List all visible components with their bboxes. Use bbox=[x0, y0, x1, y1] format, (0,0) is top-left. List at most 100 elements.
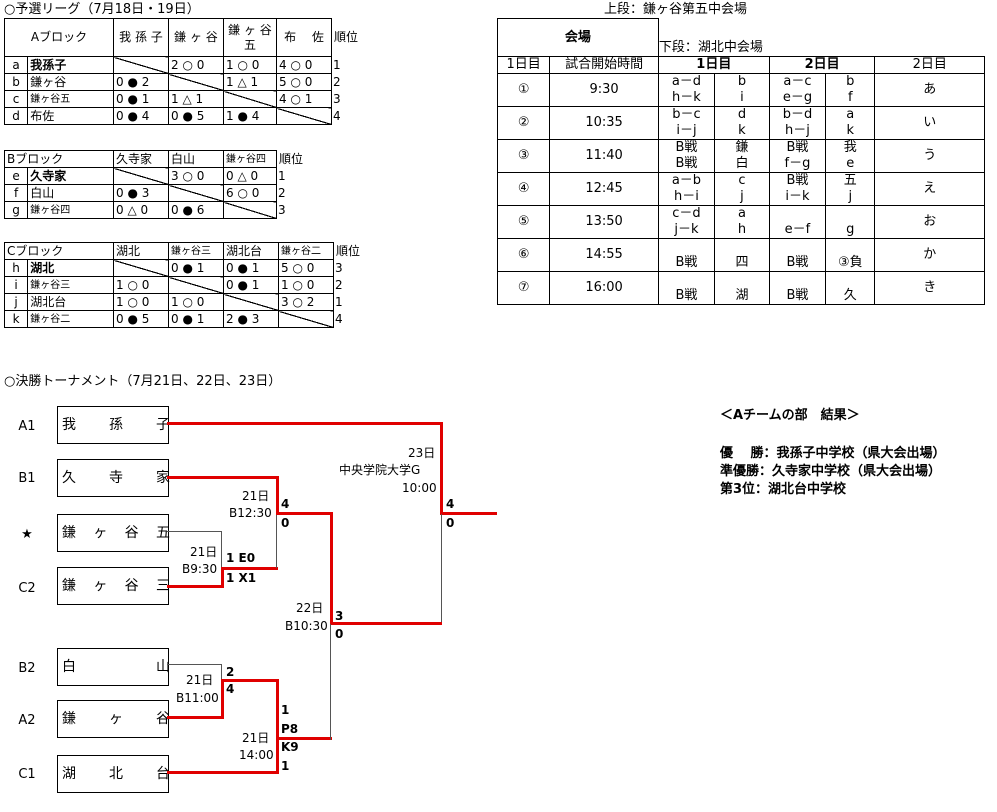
slot-top bbox=[768, 271, 827, 288]
team-char: 白 bbox=[62, 659, 76, 675]
self-cell bbox=[113, 56, 169, 74]
team-char: 我 bbox=[62, 417, 76, 433]
score: 3 bbox=[335, 609, 344, 623]
day2-slot: か bbox=[874, 238, 985, 272]
result-cell: 4 ○ 0 bbox=[276, 56, 332, 74]
result-cell: 1 ○ 0 bbox=[113, 293, 169, 311]
slot-bottom: e－g bbox=[768, 90, 827, 107]
score: K9 bbox=[281, 740, 299, 754]
row-key: j bbox=[3, 293, 29, 311]
slot-top bbox=[657, 238, 716, 255]
day2-slot: き bbox=[874, 271, 985, 305]
slot-bottom: g bbox=[825, 222, 876, 239]
score: 4 bbox=[226, 682, 235, 696]
slot-bottom: k bbox=[714, 123, 770, 140]
slot-bottom: e－f bbox=[768, 222, 827, 239]
match-no: ③ bbox=[496, 139, 551, 173]
team-char: 鎌 bbox=[62, 578, 76, 594]
result-cell: 5 ○ 0 bbox=[278, 259, 334, 277]
result-runner-up: 準優勝：久寺家中学校（県大会出場） bbox=[720, 464, 942, 479]
result-cell: 0 ● 1 bbox=[113, 90, 169, 108]
rank: 3 bbox=[278, 202, 286, 217]
seed-label: A2 bbox=[18, 713, 36, 728]
result-cell: 0 ● 4 bbox=[113, 107, 169, 125]
result-cell: 0 ● 1 bbox=[223, 276, 279, 294]
result-cell: 2 ○ 0 bbox=[168, 56, 224, 74]
match-date: 22日 bbox=[296, 601, 324, 615]
bracket-line bbox=[221, 664, 222, 681]
slot-top: c bbox=[714, 172, 770, 189]
self-cell bbox=[168, 276, 224, 294]
self-cell bbox=[223, 201, 277, 219]
start-time: 13:50 bbox=[549, 205, 659, 239]
sched-head: 2日目 bbox=[768, 56, 876, 74]
rank: 3 bbox=[335, 260, 343, 275]
slot-top bbox=[768, 205, 827, 222]
bracket-line bbox=[167, 585, 223, 588]
bracket-line bbox=[221, 679, 224, 719]
self-cell bbox=[278, 310, 334, 328]
team-char: 寺 bbox=[109, 470, 123, 486]
bracket-line bbox=[330, 512, 333, 624]
match-slot: B12:30 bbox=[229, 506, 272, 520]
team-char: ヶ bbox=[109, 711, 123, 727]
slot-top bbox=[714, 271, 770, 288]
result-cell: 0 ● 1 bbox=[168, 310, 224, 328]
match-no: ⑦ bbox=[496, 271, 551, 305]
slot-top: d bbox=[714, 106, 770, 123]
result-cell: 1 △ 1 bbox=[223, 73, 277, 91]
bracket-line bbox=[441, 514, 442, 622]
score: 1 bbox=[281, 703, 290, 717]
col-head: 鎌 ヶ 谷 五 bbox=[223, 18, 277, 57]
bracket-line bbox=[440, 512, 497, 515]
slot-bottom: 湖 bbox=[714, 288, 770, 305]
self-cell bbox=[113, 259, 169, 277]
slot-bottom: B戦 bbox=[768, 288, 827, 305]
col-head: 湖北 bbox=[113, 242, 169, 260]
result-cell: 4 ○ 1 bbox=[276, 90, 332, 108]
team-char: 谷 bbox=[124, 578, 139, 594]
sched-head: 2日目 bbox=[874, 56, 985, 74]
day2-slot: え bbox=[874, 172, 985, 206]
slot-bottom: h－k bbox=[657, 90, 716, 107]
day2-slot: う bbox=[874, 139, 985, 173]
result-cell: 1 △ 1 bbox=[168, 90, 224, 108]
bracket-line bbox=[221, 567, 224, 588]
row-key: b bbox=[3, 73, 29, 91]
team-char: ヶ bbox=[93, 525, 108, 541]
match-slot: B9:30 bbox=[182, 562, 218, 576]
team-name: 我孫子 bbox=[27, 56, 114, 74]
slot-bottom: ③負 bbox=[825, 255, 876, 272]
col-head: 鎌 ヶ 谷 bbox=[168, 18, 224, 57]
seed-label: C2 bbox=[18, 581, 36, 596]
seed-label: C1 bbox=[18, 767, 36, 782]
bracket-line bbox=[167, 476, 278, 479]
score: 4 bbox=[446, 497, 455, 511]
self-cell bbox=[223, 90, 277, 108]
team-name: 白山 bbox=[27, 184, 114, 202]
rank: 3 bbox=[333, 91, 341, 106]
team-box: 久寺家 bbox=[57, 459, 170, 497]
bracket-line bbox=[167, 664, 222, 665]
bracket-line bbox=[167, 771, 278, 774]
final-time: 10:00 bbox=[402, 481, 437, 495]
team-name: 鎌ヶ谷四 bbox=[27, 201, 114, 219]
match-no: ④ bbox=[496, 172, 551, 206]
result-winner: 優 勝：我孫子中学校（県大会出場） bbox=[720, 446, 946, 461]
seed-label: B2 bbox=[18, 661, 36, 676]
seed-label: ★ bbox=[21, 527, 33, 542]
score: 4 bbox=[281, 497, 290, 511]
col-head: 鎌ヶ谷二 bbox=[278, 242, 334, 260]
team-name: 久寺家 bbox=[27, 167, 114, 185]
rank-head: 順位 bbox=[279, 151, 304, 166]
team-char: 山 bbox=[156, 659, 170, 675]
team-char: 鎌 bbox=[62, 711, 76, 727]
slot-bottom: h bbox=[714, 222, 770, 239]
slot-bottom: B戦 bbox=[657, 156, 716, 173]
slot-bottom: j bbox=[825, 189, 876, 206]
col-head: 鎌ヶ谷四 bbox=[223, 150, 277, 168]
slot-top bbox=[768, 238, 827, 255]
start-time: 11:40 bbox=[549, 139, 659, 173]
start-time: 10:35 bbox=[549, 106, 659, 140]
slot-bottom: e bbox=[825, 156, 876, 173]
